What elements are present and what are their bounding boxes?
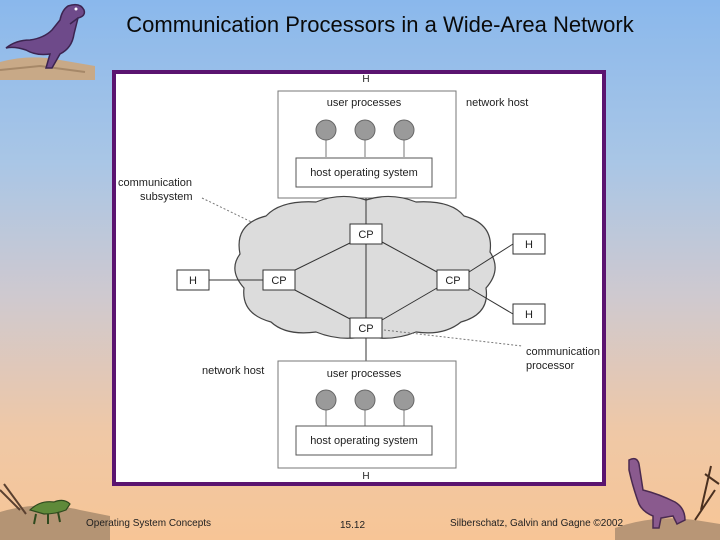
network-host-bottom-label: network host (202, 365, 264, 377)
cp-right-label: CP (445, 275, 460, 287)
h-left-box (176, 269, 210, 291)
h-right-bottom-box (512, 303, 546, 325)
link-cp-left-bottom (290, 287, 353, 321)
small-dinosaur-icon (0, 483, 110, 540)
communication-processor-line1: communication (526, 346, 600, 358)
footer-page-number: 15.12 (340, 520, 366, 531)
link-cp-left-top (290, 241, 353, 273)
bottom-host-label: H (362, 471, 369, 482)
h-right-bottom-label: H (525, 309, 533, 321)
wan-diagram: H user processes host operating system n… (118, 74, 602, 482)
h-right-top-box (512, 233, 546, 255)
cp-right-box (436, 269, 470, 291)
process-ball (393, 389, 415, 411)
communication-subsystem-line2: subsystem (140, 191, 193, 203)
bottom-user-processes-label: user processes (327, 368, 402, 380)
diagram-frame: H user processes host operating system n… (112, 70, 606, 486)
cp-bottom-label: CP (358, 323, 373, 335)
cp-left-box (262, 269, 296, 291)
top-user-processes-label: user processes (327, 97, 402, 109)
processor-pointer (383, 329, 523, 347)
top-host-os-box (295, 157, 433, 188)
communication-processor-line2: processor (526, 360, 575, 372)
footer-course: Operating System Concepts (86, 518, 212, 529)
link-cp-right-top (381, 241, 438, 273)
network-host-top-label: network host (466, 97, 528, 109)
link-h-right-bottom (468, 287, 514, 315)
cp-bottom-box (349, 317, 383, 339)
cp-left-label: CP (271, 275, 286, 287)
link-h-right-top (468, 243, 514, 273)
communication-processor-label: communication processor (526, 346, 602, 372)
h-left-label: H (189, 275, 197, 287)
cp-top-label: CP (358, 229, 373, 241)
dinosaur-icon (0, 3, 95, 80)
top-host-os-label: host operating system (310, 167, 418, 179)
footer-copyright: Silberschatz, Galvin and Gagne ©2002 (450, 518, 624, 529)
process-ball (315, 389, 337, 411)
communication-subsystem-line1: communication (118, 177, 192, 189)
bottom-host-os-box (295, 425, 433, 456)
top-host-label: H (362, 74, 369, 85)
process-ball (354, 389, 376, 411)
cp-top-box (349, 223, 383, 245)
slide-title: Communication Processors in a Wide-Area … (126, 12, 634, 37)
bottom-host-os-label: host operating system (310, 435, 418, 447)
process-ball (315, 119, 337, 141)
h-right-top-label: H (525, 239, 533, 251)
long-neck-dinosaur-icon (615, 457, 720, 540)
communication-subsystem-label: communication subsystem (118, 177, 195, 203)
process-ball (393, 119, 415, 141)
network-cloud (234, 195, 496, 339)
link-cp-right-bottom (381, 287, 438, 321)
process-ball (354, 119, 376, 141)
